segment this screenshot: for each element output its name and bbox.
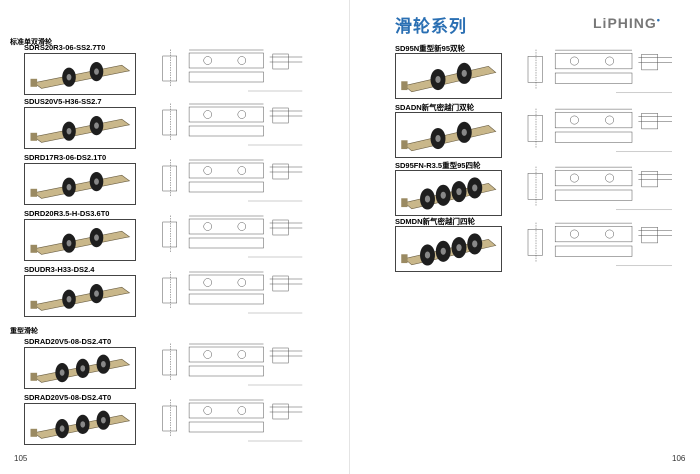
product-photo <box>24 275 136 317</box>
product-entry: SDUDR3-H33-DS2.4 <box>10 265 310 321</box>
product-photo <box>24 53 136 95</box>
brand-logo-text: LiPHING <box>593 15 657 31</box>
product-photo <box>24 163 136 205</box>
catalog-title: 滑轮系列 <box>395 17 467 37</box>
brand-logo: LiPHING• <box>593 15 661 31</box>
product-photo <box>395 53 502 99</box>
product-entry: SDRD17R3-06-DS2.1T0 <box>10 153 310 209</box>
technical-drawing <box>155 341 310 395</box>
product-model-label: SDRAD20V5-08-DS2.4T0 <box>24 393 112 402</box>
product-model-label: SDUDR3-H33-DS2.4 <box>24 265 95 274</box>
product-entry: SD95N重型新95双轮 <box>395 43 685 99</box>
product-model-label: SDRD17R3-06-DS2.1T0 <box>24 153 107 162</box>
product-model-label: SDMDN新气密越门四轮 <box>395 217 475 226</box>
page-fold <box>349 0 350 474</box>
product-model-label: SDRS20R3-06-SS2.7T0 <box>24 43 106 52</box>
technical-drawing <box>520 106 680 162</box>
logo-dot-icon: • <box>656 15 661 25</box>
section-heading-heavy: 重型滑轮 <box>10 327 38 335</box>
product-photo <box>24 107 136 149</box>
product-model-label: SDADN新气密越门双轮 <box>395 103 475 112</box>
product-entry: SDUS20V5-H36-SS2.7 <box>10 97 310 153</box>
product-model-label: SD95N重型新95双轮 <box>395 44 466 53</box>
page-number-right: 106 <box>672 454 686 463</box>
product-photo <box>395 170 502 216</box>
technical-drawing <box>155 397 310 451</box>
product-photo <box>24 347 136 389</box>
technical-drawing <box>520 47 680 103</box>
section-heading-standard: 标准单双滑轮 <box>10 38 52 46</box>
technical-drawing <box>155 101 310 155</box>
product-entry: SDADN新气密越门双轮 <box>395 102 685 158</box>
technical-drawing <box>155 269 310 323</box>
product-photo <box>24 219 136 261</box>
product-photo <box>395 226 502 272</box>
page-number-left: 105 <box>14 454 28 463</box>
product-entry: SDRS20R3-06-SS2.7T0 <box>10 43 310 99</box>
product-photo <box>24 403 136 445</box>
product-model-label: SD95FN-R3.5重型95四轮 <box>395 161 481 170</box>
product-photo <box>395 112 502 158</box>
product-entry: SDMDN新气密越门四轮 <box>395 216 685 272</box>
product-entry: SD95FN-R3.5重型95四轮 <box>395 160 685 216</box>
product-model-label: SDRD20R3.5-H-DS3.6T0 <box>24 209 110 218</box>
product-model-label: SDUS20V5-H36-SS2.7 <box>24 97 102 106</box>
technical-drawing <box>155 213 310 267</box>
technical-drawing <box>520 164 680 220</box>
product-entry: SDRAD20V5-08-DS2.4T0 <box>10 337 310 393</box>
technical-drawing <box>155 157 310 211</box>
product-model-label: SDRAD20V5-08-DS2.4T0 <box>24 337 112 346</box>
technical-drawing <box>520 220 680 276</box>
product-entry: SDRD20R3.5-H-DS3.6T0 <box>10 209 310 265</box>
technical-drawing <box>155 47 310 101</box>
product-entry: SDRAD20V5-08-DS2.4T0 <box>10 393 310 449</box>
